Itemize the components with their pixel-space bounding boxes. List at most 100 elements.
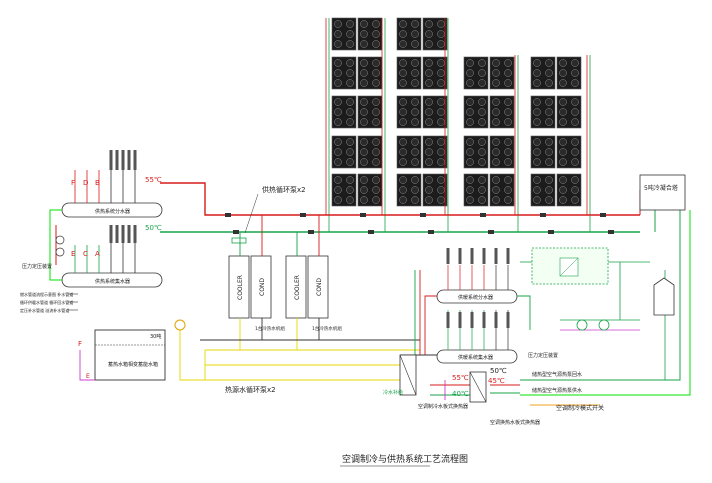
valve [480, 213, 486, 217]
unit-note-1: 1台冷热水机组 [255, 325, 285, 332]
chiller-unit-1: COOLER COND [228, 255, 272, 319]
svg-text:供热系统集水器: 供热系统集水器 [95, 278, 130, 285]
header-valve-set [225, 213, 614, 244]
temp-55-top: 55℃ [145, 176, 162, 184]
valve [225, 213, 231, 217]
mid-supply-manifold: 供暖系统分水器 [436, 289, 518, 304]
legend: 燃水管道流程示意图 补水管道 循环供暖水管道 循环回水管道 定压补水管道 溢流补… [20, 291, 78, 313]
plate-hx-2 [469, 371, 487, 403]
hx2-label: 空调换热水板式换热器 [490, 419, 540, 426]
valve-letter-a: A [95, 250, 100, 258]
mid-return-manifold: 供暖系统集水器 [436, 349, 518, 364]
collector-panel [463, 173, 515, 207]
valve [540, 213, 546, 217]
svg-text:COND: COND [316, 278, 323, 296]
collector-panel [331, 17, 383, 51]
collector-panel [331, 135, 383, 169]
collector-panel [331, 56, 383, 90]
valve-letter-e: E [71, 250, 75, 258]
hx1-label: 空调制冷水板式换热器 [418, 403, 468, 410]
diagram-title: 空调制冷与供热系统工艺流程图 [342, 453, 468, 465]
cold-water-label: 冷水补给 [383, 389, 403, 396]
valve [608, 230, 614, 234]
left-pressure-device [49, 209, 65, 281]
branch-tag [494, 248, 498, 264]
collector-panel [463, 135, 515, 169]
tank-pump [174, 319, 186, 331]
circ-pump-bottom-label: 热源水循环泵x2 [225, 385, 276, 394]
valve [420, 213, 426, 217]
tank-valve-f: F [78, 340, 82, 348]
temp-40-right: 40℃ [452, 390, 469, 398]
cooling-tower [639, 174, 686, 211]
svg-text:COOLER: COOLER [237, 275, 244, 300]
collector-panel [396, 56, 448, 90]
svg-text:循环供暖水管道 循环回水管道: 循环供暖水管道 循环回水管道 [20, 299, 73, 305]
branch-tag [494, 312, 498, 328]
collector-panel [331, 95, 383, 129]
temp-50-top: 50℃ [145, 224, 162, 232]
collector-panel [396, 135, 448, 169]
branch-tag [115, 225, 119, 243]
svg-text:COND: COND [259, 278, 266, 296]
top-return-manifold: 供热系统集水器 [61, 272, 163, 288]
pressure-right-label: 压力定压装置 [528, 352, 558, 359]
warm-water-a: 储热型空气源热泵回水 [532, 371, 582, 378]
storage-tank: 蓄热水箱相变蓄能水箱 30吨 [94, 329, 166, 381]
branch-tag [121, 150, 125, 170]
valve [428, 230, 434, 234]
unit-note-2: 1台冷热水机组 [312, 325, 342, 332]
pump-block [231, 237, 247, 244]
valve-letter-c: C [83, 250, 88, 258]
valve [233, 230, 239, 234]
cooling-tower-label: 5吨冷凝合塔 [644, 184, 678, 192]
branch-tag [121, 225, 125, 243]
branch-tag [470, 312, 474, 328]
branch-tag [109, 150, 113, 170]
collector-panel [530, 135, 582, 169]
top-supply-manifold: 供热系统分水器 [61, 202, 163, 218]
collector-panel [396, 95, 448, 129]
pressure-left-label: 压力定压装置 [22, 263, 52, 270]
valve [368, 230, 374, 234]
valve [300, 213, 306, 217]
right-piping [400, 270, 600, 406]
ahu-pipes [520, 261, 650, 331]
svg-text:30吨: 30吨 [150, 333, 161, 340]
svg-text:蓄热水箱相变蓄能水箱: 蓄热水箱相变蓄能水箱 [108, 361, 158, 368]
branch-tag [470, 248, 474, 264]
branch-tag [458, 312, 462, 328]
branch-tag [482, 312, 486, 328]
svg-text:COOLER: COOLER [294, 275, 301, 300]
svg-text:定压补水管道 溢流补水管道: 定压补水管道 溢流补水管道 [20, 307, 69, 313]
collector-panel [530, 95, 582, 129]
chiller-unit-2: COOLER COND [285, 255, 329, 319]
collector-panel [396, 17, 448, 51]
svg-text:燃水管道流程示意图 补水管道: 燃水管道流程示意图 补水管道 [20, 291, 73, 297]
temp-55-right: 55℃ [452, 374, 469, 382]
branch-tag [133, 225, 137, 243]
branch-tag [482, 248, 486, 264]
branch-tag-group [109, 150, 137, 243]
circ-pump-top-label: 供热循环泵x2 [262, 185, 306, 194]
air-handling-unit [531, 247, 609, 285]
branch-tag [127, 225, 131, 243]
svg-text:供暖系统集水器: 供暖系统集水器 [458, 354, 493, 361]
switch-label: 空调制冷模式开关 [556, 404, 604, 412]
valve-letter-f: F [71, 179, 75, 187]
valve-letter-d: D [83, 179, 88, 187]
branch-tag [133, 150, 137, 170]
collector-panel [463, 56, 515, 90]
collector-risers [325, 18, 591, 232]
chiller-piping [179, 215, 420, 381]
branch-tag [458, 248, 462, 264]
valve [488, 230, 494, 234]
expansion-tank [653, 277, 675, 316]
temp-45-right: 45℃ [488, 377, 505, 385]
valve [308, 230, 314, 234]
valve-letter-b: B [95, 179, 100, 187]
solar-collector-array [331, 17, 582, 207]
temp-50-right: 50℃ [490, 367, 507, 375]
branch-tag [506, 248, 510, 264]
